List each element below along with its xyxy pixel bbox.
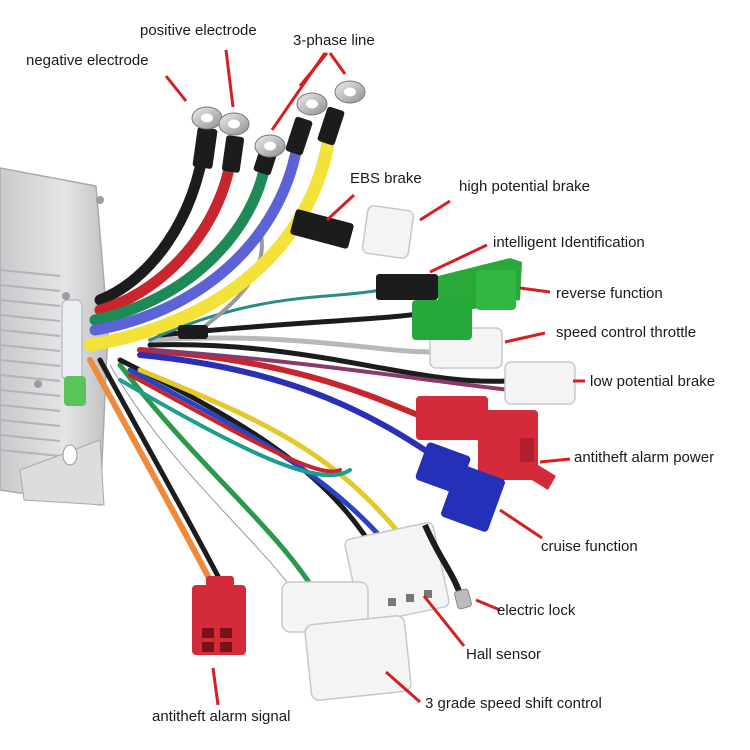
label-three-phase-line: 3-phase line (293, 32, 375, 49)
electric-lock-terminal (422, 523, 472, 610)
leader-lines (164, 49, 585, 706)
signal-wire-bundle (87, 228, 523, 603)
power-wires (83, 123, 337, 352)
label-antitheft-alarm-power: antitheft alarm power (574, 449, 715, 466)
label-negative-electrode: negative electrode (26, 52, 149, 69)
label-hall-sensor: Hall sensor (466, 646, 542, 663)
antitheft-signal-connector (192, 576, 246, 655)
red-connector (416, 396, 556, 490)
blue-connector (415, 442, 505, 532)
hall-connector-pins (388, 590, 432, 606)
green-connector (412, 258, 522, 340)
label-intelligent-identification: intelligent Identification (493, 234, 645, 251)
label-antitheft-alarm-signal: antitheft alarm signal (152, 708, 291, 725)
label-ebs-brake: EBS brake (350, 170, 422, 187)
controller-housing (0, 167, 109, 506)
label-reverse-function: reverse function (556, 285, 663, 302)
label-speed-control-throttle: speed control throttle (556, 324, 697, 341)
label-three-grade-speed-shift-control: 3 grade speed shift control (425, 695, 602, 712)
label-electric-lock: electric lock (497, 602, 576, 619)
label-high-potential-brake: high potential brake (459, 178, 590, 195)
black-brake-connector (376, 274, 438, 300)
label-low-potential-brake: low potential brake (590, 373, 716, 390)
ring-terminals (191, 80, 366, 158)
label-cruise-function: cruise function (541, 538, 638, 555)
ebs-brake-connector (178, 209, 354, 339)
white-connectors (281, 205, 576, 701)
label-positive-electrode: positive electrode (140, 22, 257, 39)
